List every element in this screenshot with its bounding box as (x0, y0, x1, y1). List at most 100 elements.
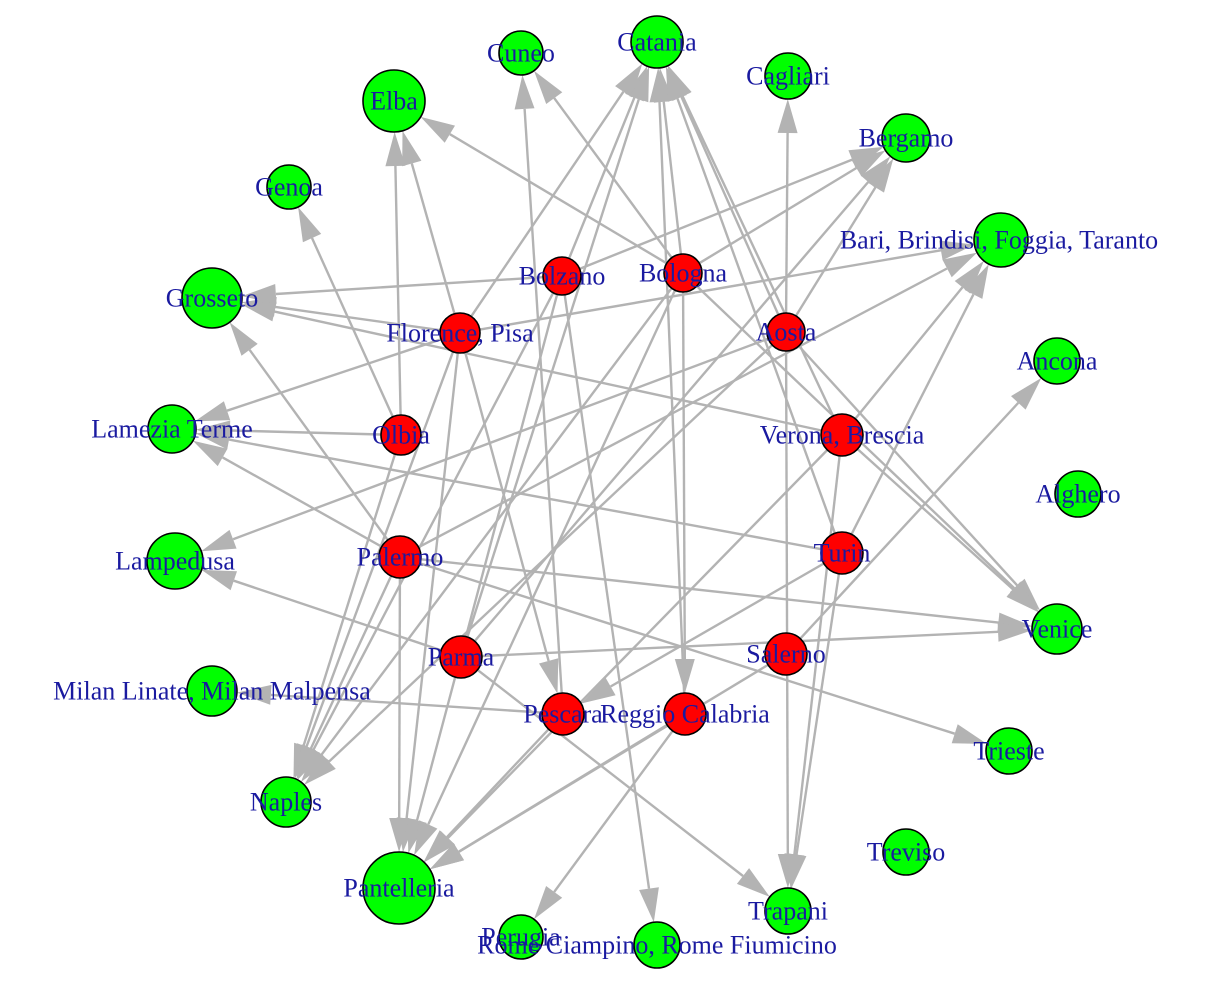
node-label-cuneo: Cuneo (487, 39, 555, 68)
node-naples[interactable] (260, 776, 312, 828)
node-treviso[interactable] (882, 828, 930, 876)
edge-line (476, 668, 744, 877)
node-label-bolzano: Bolzano (519, 262, 606, 291)
edge-line (229, 429, 382, 436)
arrowhead (674, 659, 695, 693)
edge-line (320, 287, 673, 756)
arrowhead (304, 754, 336, 785)
node-verona[interactable] (820, 413, 864, 457)
node-catania[interactable] (630, 15, 684, 69)
node-grosseto[interactable] (181, 267, 243, 329)
arrowhead (296, 744, 320, 780)
arrowhead (201, 569, 237, 591)
edge-verona-to-venice (856, 448, 1039, 613)
edge-line (233, 579, 442, 652)
edge-line (662, 101, 683, 255)
node-bolzano[interactable] (542, 256, 582, 296)
node-olbia[interactable] (380, 414, 422, 456)
edge-line (415, 294, 559, 821)
node-label-grosseto: Grosseto (166, 284, 258, 313)
node-venice[interactable] (1031, 603, 1083, 655)
node-lamezia[interactable] (147, 404, 197, 454)
node-pescara[interactable] (541, 692, 585, 736)
arrowhead (241, 301, 277, 322)
edge-line (563, 294, 651, 889)
node-label-rome: Rome Ciampino, Rome Fiumicino (477, 931, 837, 960)
node-milan[interactable] (186, 665, 238, 717)
edge-salerno-to-ancona (799, 377, 1042, 640)
arrowhead (665, 66, 687, 102)
arrowhead (241, 284, 277, 304)
node-alghero[interactable] (1054, 470, 1102, 518)
node-aosta[interactable] (766, 312, 806, 352)
edge-palermo-to-grosseto (229, 322, 389, 541)
arrowhead (954, 260, 984, 294)
node-label-salerno: Salerno (746, 640, 825, 669)
edge-line (799, 401, 1020, 640)
arrowhead (964, 264, 989, 299)
edge-line (658, 101, 686, 694)
node-bologna[interactable] (663, 253, 703, 293)
edge-pescara-to-milan (236, 684, 543, 714)
node-label-aosta: Aosta (756, 318, 817, 347)
edge-line (579, 158, 853, 271)
node-elba[interactable] (362, 69, 426, 133)
edge-turin-to-pescara (581, 562, 825, 704)
arrowhead (236, 684, 272, 705)
arrowhead (229, 322, 258, 356)
nodes-layer (146, 15, 1102, 969)
node-parma[interactable] (439, 635, 483, 679)
node-label-pescara: Pescara (523, 700, 603, 729)
edge-line (797, 345, 1019, 587)
edge-palermo-to-naples (296, 575, 393, 780)
node-turin[interactable] (820, 531, 864, 575)
node-bari[interactable] (973, 212, 1029, 268)
node-trieste[interactable] (985, 727, 1033, 775)
edge-verona-to-grosseto (241, 301, 822, 432)
edge-palermo-to-trieste (419, 562, 988, 744)
edge-parma-to-lampedusa (201, 569, 442, 652)
node-label-turin: Turin (814, 539, 871, 568)
edge-palermo-to-lamezia (192, 440, 383, 548)
node-florence[interactable] (439, 312, 481, 354)
node-lampedusa[interactable] (146, 532, 204, 590)
edge-line (427, 289, 677, 825)
edge-turin-to-bari (850, 264, 989, 535)
edge-line (275, 276, 544, 296)
edge-line (410, 163, 456, 315)
node-cagliari[interactable] (764, 52, 812, 100)
node-bergamo[interactable] (881, 113, 931, 163)
node-label-trapani: Trapani (748, 897, 828, 926)
node-label-perugia: Perugia (481, 923, 561, 952)
node-label-venice: Venice (1022, 615, 1093, 644)
arrowhead (414, 820, 438, 856)
arrowhead (997, 621, 1032, 642)
edge-line (228, 438, 822, 551)
arrowhead (939, 240, 975, 261)
edge-verona-to-bari (854, 260, 984, 420)
edge-line (553, 730, 674, 893)
edge-pescara-to-cuneo (514, 75, 563, 694)
node-ancona[interactable] (1033, 337, 1081, 385)
edge-florence-to-lamezia (194, 338, 442, 422)
node-cuneo[interactable] (498, 30, 544, 76)
edge-line (681, 95, 835, 417)
arrowhead (1011, 377, 1042, 410)
arrowhead (851, 150, 886, 177)
edge-olbia-to-elba (385, 132, 406, 416)
edge-reggio-to-pantelleria (429, 723, 668, 870)
node-genoa[interactable] (266, 164, 312, 210)
node-label-ancona: Ancona (1017, 347, 1098, 376)
node-label-bergamo: Bergamo (859, 124, 954, 153)
node-salerno[interactable] (764, 632, 808, 676)
node-trapani[interactable] (764, 887, 812, 935)
node-palermo[interactable] (378, 535, 422, 579)
node-rome[interactable] (633, 921, 681, 969)
arrowhead (786, 853, 807, 889)
arrowhead (534, 70, 563, 104)
arrowhead (402, 130, 422, 167)
node-pantelleria[interactable] (362, 851, 436, 925)
node-perugia[interactable] (498, 914, 544, 960)
node-reggio[interactable] (663, 692, 707, 736)
